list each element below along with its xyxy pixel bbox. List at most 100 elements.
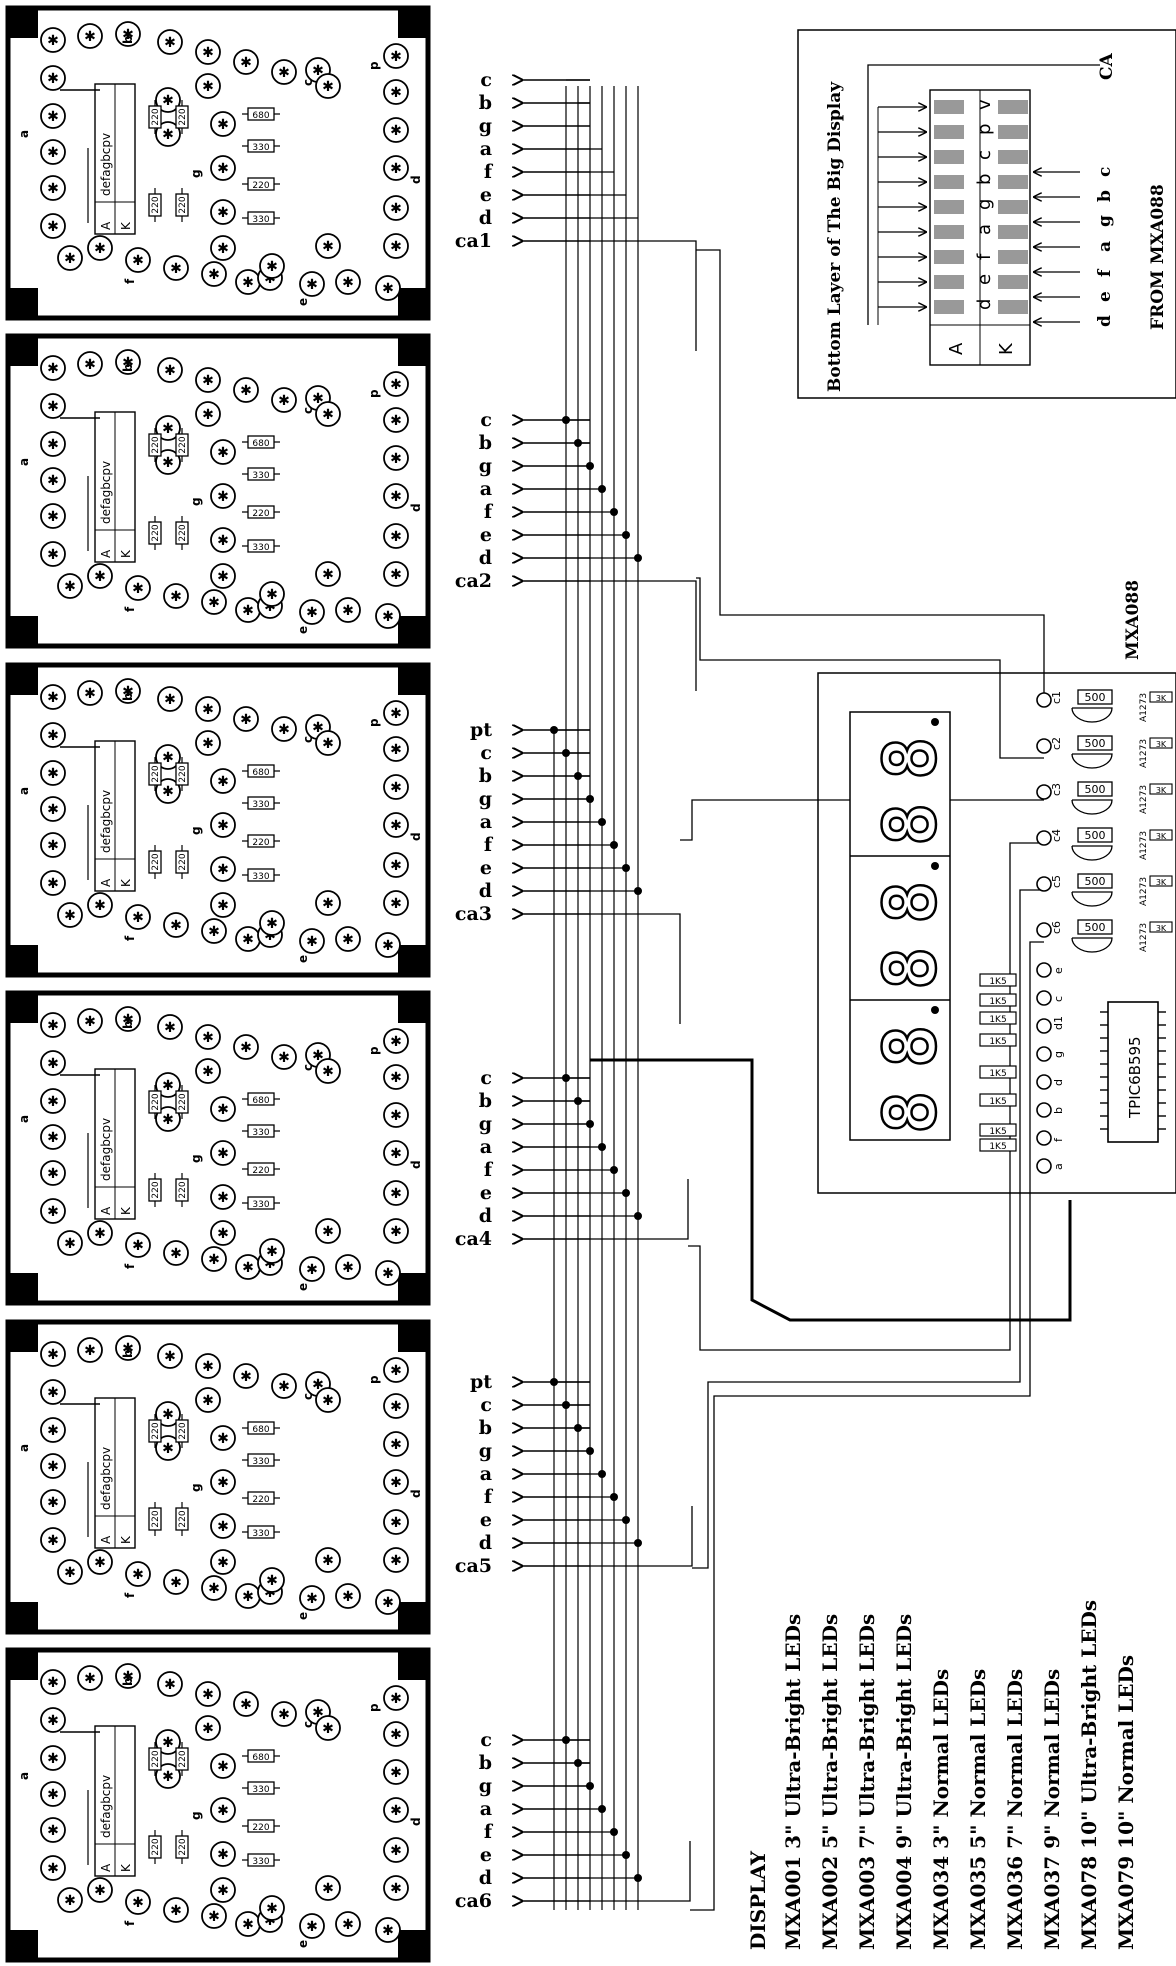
pad-mark: ✱ xyxy=(217,1519,229,1535)
segment-label-g: g xyxy=(189,1483,203,1492)
resistor-500 xyxy=(1077,735,1113,751)
resistor-value: 220 xyxy=(151,853,161,870)
pad-ring xyxy=(315,1547,341,1573)
resistor-value: 500 xyxy=(1085,829,1106,842)
seven-seg-digit: 8 xyxy=(868,803,952,846)
pad-gray xyxy=(934,100,964,114)
pad-mark: ✱ xyxy=(242,603,254,619)
pad-ring xyxy=(383,1759,409,1785)
pad-mark: ✱ xyxy=(217,1883,229,1899)
connector-a: A xyxy=(99,878,113,887)
segment-label-p: p xyxy=(367,389,381,398)
pad-ring xyxy=(155,87,181,113)
transistor-label: A1273 xyxy=(1139,739,1149,768)
pad-mark: ✱ xyxy=(170,1903,182,1919)
pad-mark: ✱ xyxy=(312,1048,324,1064)
pad-ring xyxy=(315,1218,341,1244)
pad-mark: ✱ xyxy=(266,259,278,275)
resistor-value: 680 xyxy=(252,1753,269,1763)
segment-pin xyxy=(1036,1074,1052,1090)
pad-mark: ✱ xyxy=(164,1677,176,1693)
board-4: ✱✱✱✱✱✱✱✱✱✱✱✱✱✱✱✱✱✱✱✱✱✱✱✱✱✱✱✱✱✱✱✱✱✱✱✱✱✱✱d… xyxy=(5,990,431,1306)
segment-label-b: b xyxy=(121,692,135,701)
pad-mark: ✱ xyxy=(217,818,229,834)
pad-ring xyxy=(201,918,227,944)
segment-label-a: a xyxy=(17,1115,31,1123)
resistor-value: 330 xyxy=(252,1529,269,1539)
pin-label: e xyxy=(480,524,492,546)
pad-ring xyxy=(40,870,66,896)
resistor-value: 220 xyxy=(178,765,188,782)
pad-mark: ✱ xyxy=(217,1803,229,1819)
connector-k: K xyxy=(119,878,133,887)
pad-ring xyxy=(210,1096,236,1122)
pad-mark: ✱ xyxy=(322,1393,334,1409)
inset-pin-label: a xyxy=(974,224,995,235)
pad-mark: ✱ xyxy=(132,1567,144,1583)
pad-mark: ✱ xyxy=(64,251,76,267)
pad-mark: ✱ xyxy=(47,361,59,377)
corner-block xyxy=(398,8,428,38)
pad-ring xyxy=(271,716,297,742)
pad-ring xyxy=(383,1431,409,1457)
segment-label-f: f xyxy=(123,1263,137,1269)
corner-block xyxy=(8,993,38,1023)
pin-label: f xyxy=(484,1486,494,1508)
pad-mark: ✱ xyxy=(122,1669,134,1685)
pad-ring xyxy=(155,744,181,770)
resistor-1k5 xyxy=(979,993,1017,1007)
resistor-value: 220 xyxy=(252,509,269,519)
pad-mark: ✱ xyxy=(312,720,324,736)
pad-ring xyxy=(383,1721,409,1747)
segment-pin xyxy=(1036,1130,1052,1146)
chip-body xyxy=(1107,1001,1159,1143)
pad-ring xyxy=(335,597,361,623)
resistor-value: 1K5 xyxy=(989,1037,1006,1047)
pad-ring xyxy=(40,1527,66,1553)
ca-route xyxy=(688,842,1044,1351)
pad-ring xyxy=(40,139,66,165)
pad-mark: ✱ xyxy=(390,161,402,177)
pad-mark: ✱ xyxy=(264,599,276,615)
inset-pin-label: A xyxy=(946,342,967,355)
pad-ring xyxy=(383,407,409,433)
pad-ring xyxy=(259,910,285,936)
resistor-value: 220 xyxy=(151,1510,161,1527)
pad-ring xyxy=(195,1353,221,1379)
pin-label: e xyxy=(480,857,492,879)
resistor-value: 330 xyxy=(252,1857,269,1867)
connector-pinout: defagbcpv xyxy=(99,461,113,524)
resistor xyxy=(175,1090,189,1114)
pad-ring xyxy=(40,27,66,53)
pad-mark: ✱ xyxy=(47,802,59,818)
pad-ring xyxy=(210,1469,236,1495)
resistor-500 xyxy=(1077,873,1113,889)
pad-ring xyxy=(315,730,341,756)
resistor-1k5 xyxy=(979,1033,1017,1047)
pad-gray xyxy=(934,125,964,139)
pad-ring xyxy=(210,199,236,225)
pad-mark: ✱ xyxy=(390,1553,402,1569)
pad-mark: ✱ xyxy=(47,33,59,49)
resistor xyxy=(247,1092,275,1106)
resistor xyxy=(148,1090,162,1114)
pad-mark: ✱ xyxy=(47,1675,59,1691)
pad-ring xyxy=(383,1064,409,1090)
resistor-value: 1K5 xyxy=(989,1127,1006,1137)
ca-route xyxy=(680,799,1044,841)
pad-ring xyxy=(335,1911,361,1937)
pad-mark: ✱ xyxy=(162,1112,174,1128)
pad-ring xyxy=(383,371,409,397)
resistor-value: 220 xyxy=(252,1166,269,1176)
segment-label-e: e xyxy=(296,1612,310,1620)
segment-pin-label: e xyxy=(1052,967,1065,974)
pad-ring xyxy=(40,760,66,786)
resistor-value: 330 xyxy=(252,1128,269,1138)
connector-pinout: defagbcpv xyxy=(99,1447,113,1510)
corner-block xyxy=(8,1930,38,1960)
pad-ring xyxy=(210,1220,236,1246)
pad-ring xyxy=(375,603,401,629)
pad-ring xyxy=(195,401,221,427)
connector-a: A xyxy=(99,221,113,230)
pad-ring xyxy=(315,890,341,916)
